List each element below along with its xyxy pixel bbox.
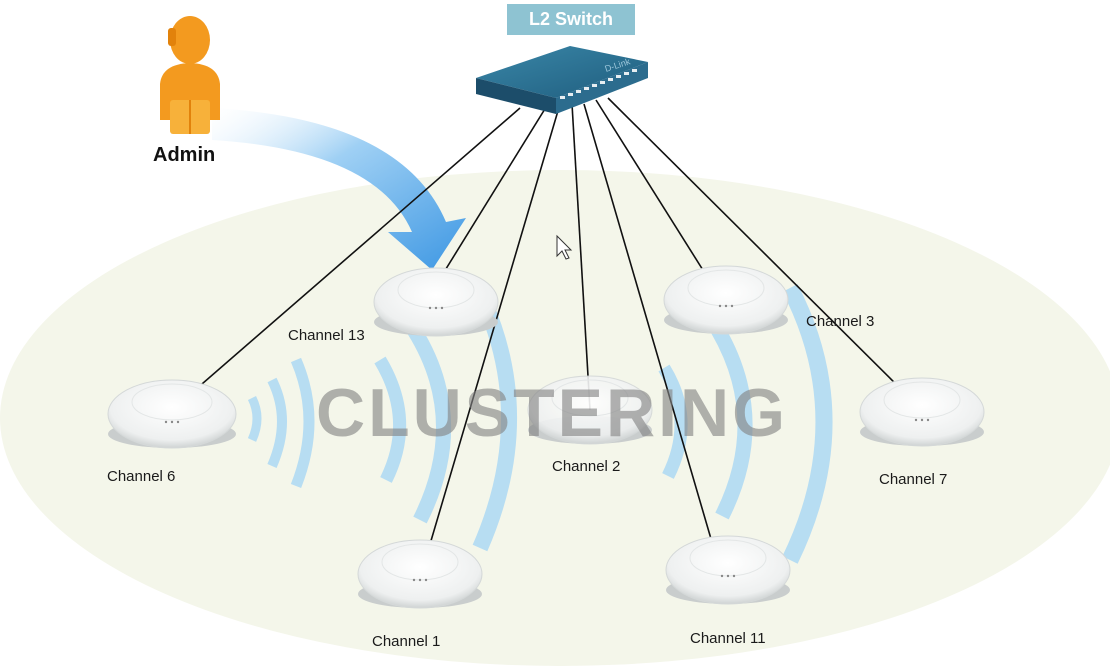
- label-ap-ch13: Channel 13: [288, 327, 365, 344]
- switch-label: L2 Switch: [507, 4, 635, 35]
- label-ap-ch11: Channel 11: [690, 630, 766, 647]
- label-ap-ch1: Channel 1: [372, 633, 441, 650]
- admin-person-icon: [160, 16, 220, 134]
- clustering-watermark: CLUSTERING: [316, 375, 788, 451]
- admin-label: Admin: [153, 144, 216, 166]
- ap-ch13-icon: [373, 267, 499, 337]
- ap-ch11-icon: [665, 535, 791, 605]
- admin-arrow: [212, 108, 466, 270]
- ap-led-dots: [164, 304, 930, 582]
- label-ap-ch6: Channel 6: [107, 468, 176, 485]
- label-ap-ch3: Channel 3: [806, 313, 875, 330]
- mouse-cursor-icon: [556, 234, 573, 260]
- label-ap-ch2: Channel 2: [552, 458, 621, 475]
- radio-waves: [247, 284, 833, 564]
- ap-ch3-icon: [663, 265, 789, 335]
- l2-switch-icon: D-Link: [476, 46, 648, 114]
- ap-ch6-icon: [107, 379, 237, 449]
- ap-ch7-icon: [859, 377, 985, 447]
- ap-ch1-icon: [357, 539, 483, 609]
- label-ap-ch7: Channel 7: [879, 471, 948, 488]
- switch-cables: [171, 97, 919, 579]
- ap-ch2-icon: [527, 375, 653, 445]
